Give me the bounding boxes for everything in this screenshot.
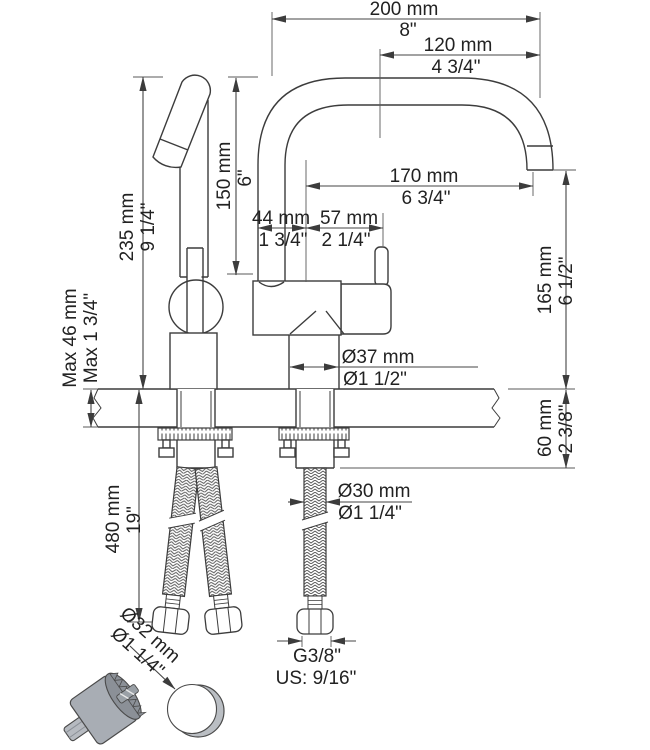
mounting-plate-left <box>157 427 233 441</box>
dim-44mm-inch: 1 3/4" <box>258 230 307 251</box>
dim-leader-dia32 <box>129 645 176 690</box>
spout-tip <box>527 145 553 171</box>
dim-165mm-inch: 6 1/2" <box>556 256 577 305</box>
control-unit <box>152 74 224 390</box>
mounting-stud <box>221 439 230 449</box>
swivel-ball-joint <box>168 279 224 335</box>
spout-unit <box>252 77 554 389</box>
dim-thread-us: US: 9/16" <box>276 668 357 689</box>
mounting-stud <box>337 439 346 449</box>
dim-480mm-label: 480 mm <box>103 485 124 554</box>
mounting-stud <box>162 439 171 449</box>
dim-235mm-inch: 9 1/4" <box>138 202 159 251</box>
mounting-stud <box>283 439 292 449</box>
mounting-hardware-left <box>157 389 234 469</box>
dim-dia37-inch: Ø1 1/2" <box>343 369 407 390</box>
riser-fillet <box>258 281 285 288</box>
dim-max46-inch: Max 1 3/4" <box>81 293 102 383</box>
dim-235mm-label: 235 mm <box>117 193 138 262</box>
lever-collar-line <box>159 138 189 151</box>
dim-165mm-label: 165 mm <box>535 246 556 315</box>
dim-120mm-inch: 4 3/4" <box>431 57 480 78</box>
mounting-plate-right <box>278 427 350 441</box>
control-base <box>169 332 218 390</box>
dim-57mm-label: 57 mm <box>320 208 378 229</box>
shank-threads-right <box>299 391 331 427</box>
dim-200mm-inch: 8" <box>399 20 416 41</box>
control-column <box>179 100 209 278</box>
valve-stem <box>186 247 204 333</box>
hole-saw-illustration <box>63 672 147 745</box>
dim-thread-label: G3/8" <box>293 646 341 667</box>
dim-60mm-inch: 2 3/8" <box>556 404 577 453</box>
dim-dia30-label: Ø30 mm <box>338 481 411 502</box>
dim-dia37-label: Ø37 mm <box>342 347 415 368</box>
dim-150mm-inch: 6" <box>235 169 256 186</box>
spout-inner-profile <box>284 104 528 281</box>
supply-hose-single <box>296 467 334 635</box>
dim-120mm-label: 120 mm <box>424 35 493 56</box>
spout-outer-profile <box>257 77 554 281</box>
mounting-nut <box>333 447 350 458</box>
dim-480mm-inch: 19" <box>124 506 145 534</box>
mounting-nut <box>217 447 234 458</box>
mounting-nut <box>158 447 175 458</box>
dim-44mm-label: 44 mm <box>252 208 310 229</box>
dim-57mm-inch: 2 1/4" <box>321 230 370 251</box>
dim-150mm-label: 150 mm <box>214 142 235 211</box>
dim-max46-label: Max 46 mm <box>60 288 81 387</box>
mounting-nut <box>279 447 296 458</box>
body-main-block <box>252 280 342 336</box>
dim-170mm-label: 170 mm <box>390 166 459 187</box>
dim-60mm-label: 60 mm <box>535 399 556 457</box>
mounting-hardware-right <box>278 389 350 469</box>
body-cylinder <box>288 335 340 389</box>
body-rear-block <box>340 283 392 335</box>
shank-threads-left <box>180 391 212 427</box>
body-taper-lines <box>289 310 345 335</box>
lever-handle <box>152 74 212 169</box>
drill-bit <box>116 684 139 704</box>
dim-170mm-inch: 6 3/4" <box>401 188 450 209</box>
counter-break-left <box>92 388 102 428</box>
flow-control-stub <box>374 246 389 287</box>
dimension-lines <box>87 15 570 690</box>
counter-break-right <box>491 388 501 428</box>
hole-face <box>166 683 218 735</box>
dim-dia30-inch: Ø1 1/4" <box>338 503 402 524</box>
dim-200mm-label: 200 mm <box>370 0 439 20</box>
drill-hole-illustration <box>166 683 225 738</box>
